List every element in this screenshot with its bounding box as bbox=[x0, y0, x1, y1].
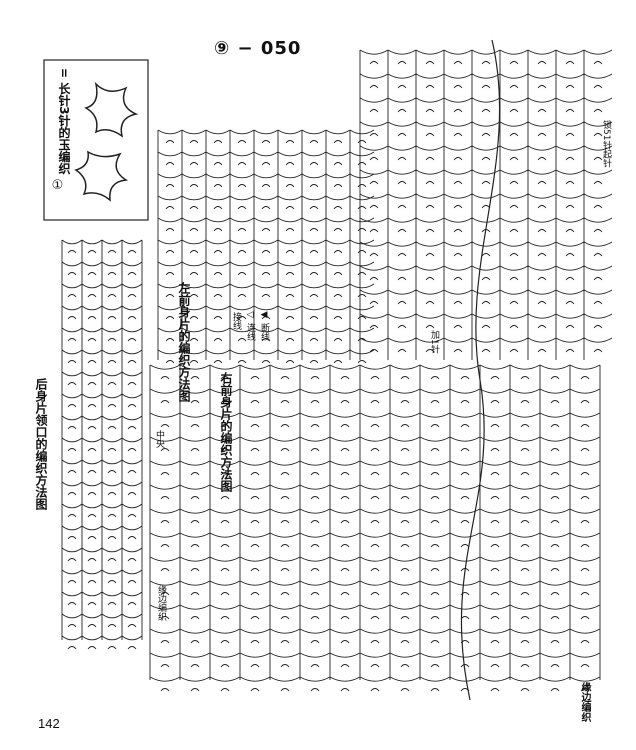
panel-divider-line bbox=[460, 39, 501, 701]
edge-edging-label: 缘边编织 bbox=[156, 585, 166, 621]
legend-cut-yarn: ◀ 断线 bbox=[259, 310, 269, 341]
legend-join-yarn: 接线 bbox=[231, 312, 241, 330]
back-neck-grid bbox=[61, 239, 143, 650]
puff-stitch-icon bbox=[74, 81, 139, 202]
legend-box bbox=[43, 59, 149, 221]
right-front-grid bbox=[149, 364, 601, 692]
center-mark-label: 中央 bbox=[154, 430, 164, 448]
page-number: 142 bbox=[38, 716, 60, 731]
left-front-title: 左前身片的编织方法图 bbox=[177, 282, 191, 402]
increase-label: 加1针 bbox=[429, 330, 439, 354]
cast-on-label: 锁51针起针 bbox=[601, 120, 611, 168]
bottom-edging-label: 缘边编织 bbox=[579, 682, 590, 722]
legend-box-index: ① bbox=[50, 178, 65, 193]
left-front-upper-grid bbox=[157, 129, 375, 364]
legend-continue-yarn: ◁ 连线 bbox=[245, 310, 255, 341]
right-front-title: 右前身片的编织方法图 bbox=[219, 372, 233, 492]
back-neck-title: 后身片领口的编织方法图 bbox=[34, 378, 48, 510]
page-title: ⑨ − 050 bbox=[214, 38, 302, 59]
legend-box-label: = 长针3针的玉编织 bbox=[57, 68, 71, 175]
left-front-body-grid bbox=[359, 49, 613, 360]
